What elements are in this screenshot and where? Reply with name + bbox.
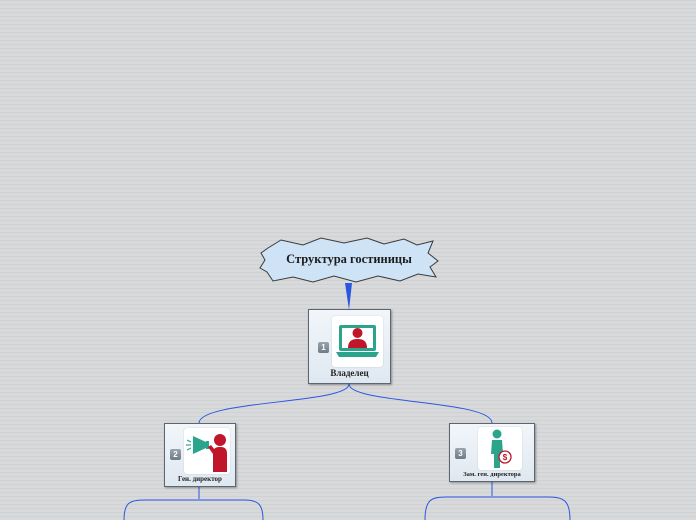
node-deputy-director[interactable]: 3 $ Зам. ген. директора	[449, 423, 535, 482]
node-icon-frame	[332, 316, 383, 367]
node-icon-frame	[184, 428, 230, 474]
node-label: Ген. директор	[178, 475, 222, 483]
presenter-laptop-icon	[336, 325, 379, 357]
diagram-title-node[interactable]: Структура гостиницы	[258, 237, 440, 283]
node-label: Зам. ген. директора	[463, 471, 521, 478]
person-money-icon: $	[491, 429, 512, 468]
starburst-shape	[259, 237, 439, 283]
connector-owner-director	[198, 383, 350, 424]
diagram-title: Структура гостиницы	[286, 252, 412, 266]
megaphone-person-icon	[186, 434, 227, 472]
node-number-badge: 2	[170, 449, 181, 460]
node-number-badge: 3	[455, 448, 466, 459]
node-number-badge: 1	[318, 342, 329, 353]
connector-owner-deputy	[348, 383, 493, 424]
connector-deputy-children	[424, 482, 571, 520]
node-label: Владелец	[330, 368, 369, 378]
connector-director-children	[123, 487, 264, 520]
node-owner[interactable]: 1 Владелец	[308, 309, 391, 384]
node-icon-frame: $	[478, 427, 522, 470]
svg-text:$: $	[503, 453, 508, 462]
title-connector	[345, 283, 352, 310]
node-general-director[interactable]: 2 Ген. директор	[164, 423, 236, 487]
